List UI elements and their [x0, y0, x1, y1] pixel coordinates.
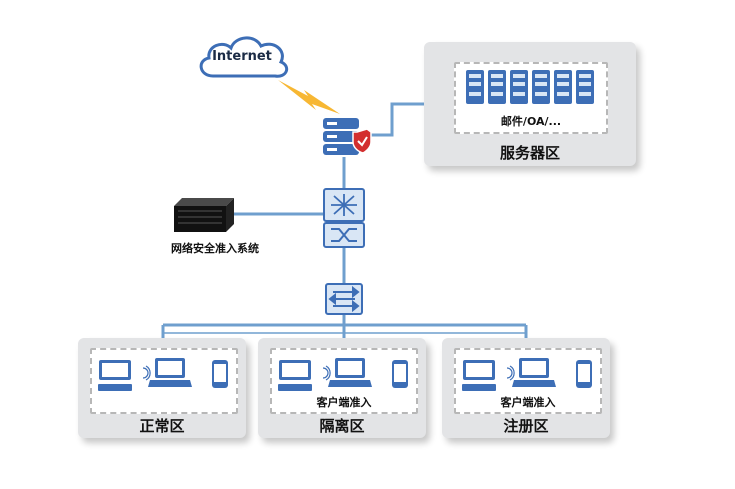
- zone-registration-inner: 客户端准入: [454, 348, 602, 414]
- server-rack-icon: [466, 70, 594, 104]
- firewall-device: [321, 116, 373, 158]
- zone-normal: 正常区: [78, 338, 246, 438]
- server-inner-label: 邮件/OA/...: [500, 115, 562, 128]
- zone-isolation-client-label: 客户端准入: [316, 396, 372, 409]
- appliance-icon: [174, 198, 234, 232]
- zone-isolation-title: 隔离区: [319, 417, 365, 435]
- access-system-label: 网络安全准入系统: [171, 242, 259, 255]
- zone-registration-client-label: 客户端准入: [500, 396, 556, 409]
- zone-isolation: 客户端准入 隔离区: [258, 338, 426, 438]
- desktop-icon: [98, 360, 132, 391]
- link-firewall-server: [368, 102, 430, 137]
- firewall-icon: [323, 118, 372, 155]
- server-zone: 邮件/OA/... 服务器区: [424, 42, 636, 166]
- zone-registration-title: 注册区: [503, 417, 549, 435]
- phone-icon: [212, 360, 228, 388]
- core-switch-icon: [323, 188, 365, 248]
- desktop-icon: [462, 360, 496, 391]
- access-switch: [325, 283, 363, 315]
- laptop-icon: [142, 358, 192, 387]
- lightning-icon: [278, 80, 340, 114]
- zone-registration: 客户端准入 注册区: [442, 338, 610, 438]
- phone-icon: [576, 360, 592, 388]
- access-switch-icon: [325, 283, 363, 315]
- laptop-icon: [506, 358, 556, 387]
- server-zone-title: 服务器区: [499, 144, 560, 162]
- phone-icon: [392, 360, 408, 388]
- zone-isolation-inner: 客户端准入: [270, 348, 418, 414]
- zone-normal-inner: [90, 348, 238, 414]
- internet-cloud: Internet: [193, 32, 291, 82]
- zone-normal-title: 正常区: [139, 417, 185, 435]
- access-appliance: [170, 198, 234, 234]
- cloud-icon: [199, 36, 289, 78]
- core-switch: [323, 188, 365, 248]
- server-zone-inner: 邮件/OA/...: [454, 62, 608, 134]
- internet-label: Internet: [212, 49, 272, 64]
- desktop-icon: [278, 360, 312, 391]
- laptop-icon: [322, 358, 372, 387]
